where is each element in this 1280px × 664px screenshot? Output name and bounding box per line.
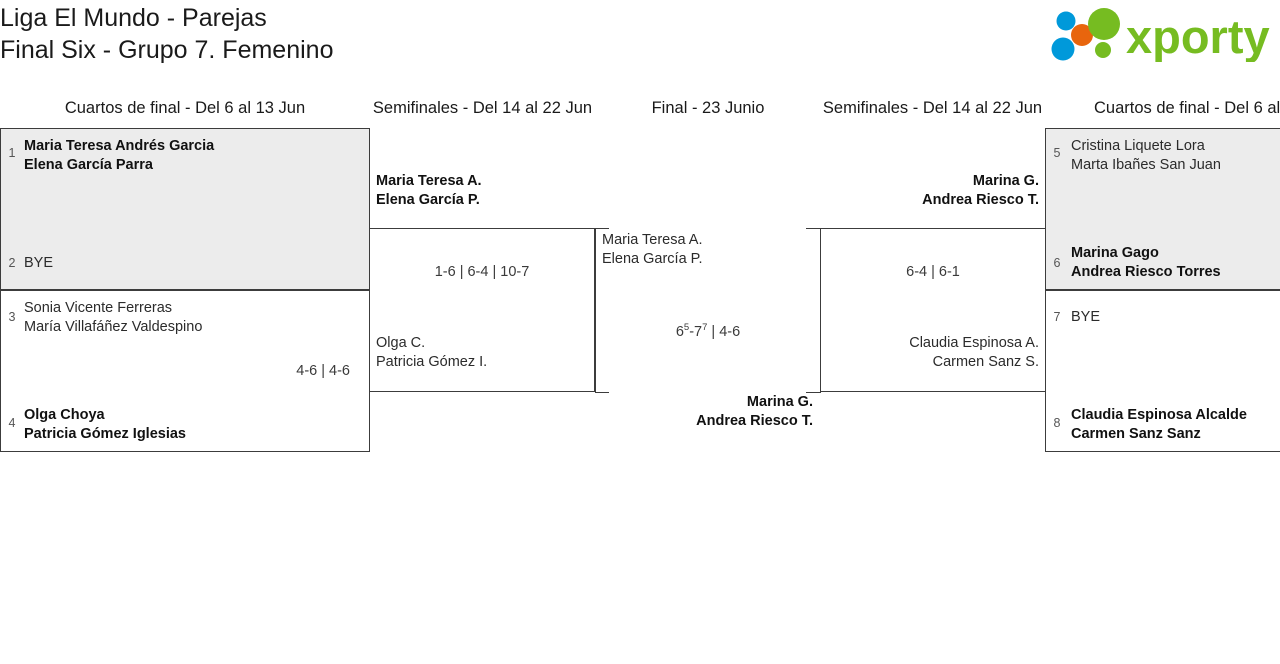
sf-right-team-bottom: Claudia Espinosa A. Carmen Sanz S. bbox=[814, 334, 1039, 372]
player-name: Olga C. bbox=[376, 335, 426, 351]
player-name: Cristina Liquete Lora bbox=[1071, 138, 1205, 154]
player-name: Andrea Riesco Torres bbox=[1071, 264, 1221, 280]
qf-right-match-1-team-b: Marina Gago Andrea Riesco Torres bbox=[1071, 244, 1221, 282]
player-name: Carmen Sanz Sanz bbox=[1071, 426, 1201, 442]
player-name: Marina Gago bbox=[1071, 245, 1159, 261]
xporty-logo-svg: xporty bbox=[1051, 8, 1270, 62]
player-name: Marina G. bbox=[972, 173, 1039, 189]
qf-left-match-2-score: 4-6 | 4-6 bbox=[296, 363, 350, 379]
qf-left-match-2-team-a: Sonia Vicente Ferreras María Villafáñez … bbox=[24, 299, 202, 337]
player-name: Andrea Riesco T. bbox=[922, 192, 1039, 208]
final-team-bottom: Marina G. Andrea Riesco T. bbox=[588, 393, 813, 431]
player-name: Maria Teresa A. bbox=[602, 232, 703, 248]
round-header-qf-right: Cuartos de final - Del 6 al 13 Jun bbox=[1094, 99, 1280, 117]
seed-number-3: 3 bbox=[8, 310, 16, 324]
sf-right-score: 6-4 | 6-1 bbox=[906, 264, 960, 280]
qf-right-match-2[interactable] bbox=[1045, 290, 1280, 452]
seed-number-8: 8 bbox=[1053, 416, 1061, 430]
round-header-sf-right: Semifinales - Del 14 al 22 Jun bbox=[822, 99, 1043, 117]
seed-number-1: 1 bbox=[8, 146, 16, 160]
seed-number-7: 7 bbox=[1053, 310, 1061, 324]
seed-number-6: 6 bbox=[1053, 256, 1061, 270]
qf-left-match-1[interactable] bbox=[0, 128, 370, 290]
player-name: Carmen Sanz S. bbox=[932, 354, 1039, 370]
player-name: Elena García P. bbox=[602, 251, 703, 267]
page-title: Liga El Mundo - Parejas Final Six - Grup… bbox=[0, 2, 333, 66]
page-title-line-1: Liga El Mundo - Parejas bbox=[0, 4, 267, 32]
player-name: Patricia Gómez I. bbox=[376, 354, 488, 370]
player-name: Elena García P. bbox=[376, 192, 480, 208]
final-score-tiebreak2: 7 bbox=[702, 322, 708, 334]
sf-left-match[interactable] bbox=[369, 228, 595, 392]
logo-dot-blue-top bbox=[1056, 11, 1076, 31]
logo-dot-green-small bbox=[1095, 42, 1111, 58]
sf-right-team-top: Marina G. Andrea Riesco T. bbox=[814, 172, 1039, 210]
qf-left-match-2-team-b: Olga Choya Patricia Gómez Iglesias bbox=[24, 406, 186, 444]
player-name: Elena García Parra bbox=[24, 157, 153, 173]
final-score-set2: | 4-6 bbox=[707, 324, 741, 340]
seed-number-2: 2 bbox=[8, 256, 16, 270]
player-name: Maria Teresa Andrés Garcia bbox=[24, 138, 215, 154]
player-name: Andrea Riesco T. bbox=[696, 413, 813, 429]
qf-right-match-2-team-b: Claudia Espinosa Alcalde Carmen Sanz San… bbox=[1071, 406, 1247, 444]
final-team-top: Maria Teresa A. Elena García P. bbox=[602, 231, 703, 269]
qf-left-match-1-team-a: Maria Teresa Andrés Garcia Elena García … bbox=[24, 137, 214, 175]
sf-left-team-bottom: Olga C. Patricia Gómez I. bbox=[376, 334, 487, 372]
final-connector-left bbox=[595, 228, 596, 392]
player-name: Marta Ibañes San Juan bbox=[1071, 157, 1221, 173]
final-connector-bottom-right bbox=[806, 392, 821, 393]
player-name: Marina G. bbox=[746, 394, 813, 410]
xporty-logo[interactable]: xporty bbox=[1046, 6, 1278, 62]
sf-left-team-top: Maria Teresa A. Elena García P. bbox=[376, 172, 482, 210]
qf-right-match-1-score: 6-3 | 3-6 | 10-12 bbox=[1071, 199, 1280, 218]
player-name: Claudia Espinosa Alcalde bbox=[1071, 407, 1247, 423]
sf-left-score: 1-6 | 6-4 | 10-7 bbox=[434, 264, 530, 280]
round-header-final: Final - 23 Junio bbox=[651, 99, 765, 117]
player-name: BYE bbox=[1071, 309, 1101, 325]
player-name: Patricia Gómez Iglesias bbox=[24, 426, 186, 442]
qf-right-match-1-team-a: Cristina Liquete Lora Marta Ibañes San J… bbox=[1071, 137, 1221, 175]
page-title-line-2: Final Six - Grupo 7. Femenino bbox=[0, 36, 334, 64]
final-score-games2: -7 bbox=[689, 324, 703, 340]
player-name: BYE bbox=[24, 255, 54, 271]
round-header-qf-left: Cuartos de final - Del 6 al 13 Jun bbox=[64, 99, 306, 117]
player-name: Claudia Espinosa A. bbox=[909, 335, 1039, 351]
logo-dot-orange bbox=[1071, 24, 1093, 46]
qf-right-match-1[interactable] bbox=[1045, 128, 1280, 290]
final-connector-top-left bbox=[595, 228, 609, 229]
final-score-games1: 6 bbox=[675, 324, 684, 340]
seed-number-4: 4 bbox=[8, 416, 16, 430]
logo-wordmark: xporty bbox=[1126, 10, 1270, 62]
player-name: Olga Choya bbox=[24, 407, 105, 423]
seed-number-5: 5 bbox=[1053, 146, 1061, 160]
player-name: Sonia Vicente Ferreras bbox=[24, 300, 173, 316]
final-connector-bottom-left bbox=[595, 392, 609, 393]
final-score: 65-77 | 4-6 bbox=[600, 323, 816, 342]
final-connector-top-right bbox=[806, 228, 821, 229]
qf-right-match-2-team-a: BYE bbox=[1071, 308, 1100, 327]
logo-dot-blue-bottom bbox=[1051, 37, 1075, 61]
round-header-sf-left: Semifinales - Del 14 al 22 Jun bbox=[372, 99, 593, 117]
final-score-tiebreak1: 5 bbox=[683, 322, 690, 334]
logo-dot-green-big bbox=[1088, 8, 1120, 40]
player-name: Maria Teresa A. bbox=[376, 173, 482, 189]
player-name: María Villafáñez Valdespino bbox=[24, 319, 203, 335]
qf-left-match-1-team-b: BYE bbox=[24, 254, 53, 273]
